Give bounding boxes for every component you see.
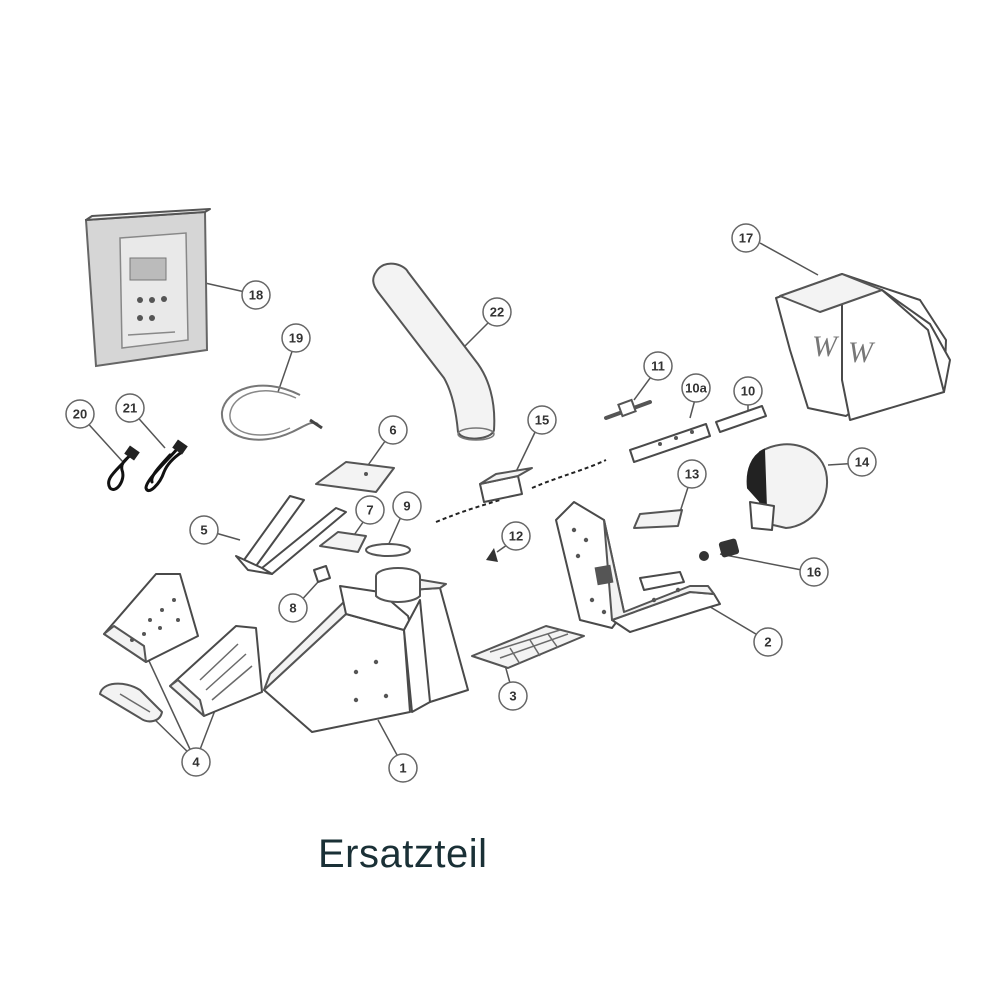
svg-text:21: 21: [123, 401, 137, 416]
callout-18: 18: [241, 280, 271, 310]
svg-text:17: 17: [739, 231, 753, 246]
callout-11: 11: [643, 351, 673, 381]
svg-text:W: W: [812, 330, 840, 363]
svg-text:1: 1: [399, 761, 406, 776]
part-7-plate: [319, 531, 367, 553]
part-14-burner-drum: [746, 443, 829, 531]
svg-text:14: 14: [855, 455, 870, 470]
callout-7: 7: [355, 495, 385, 525]
callout-16: 16: [799, 557, 829, 587]
svg-text:8: 8: [289, 601, 296, 616]
part-4-hopper: [99, 682, 163, 723]
svg-text:20: 20: [73, 407, 87, 422]
svg-text:6: 6: [389, 423, 396, 438]
part-2-bracket: [555, 501, 721, 633]
callout-22: 22: [482, 297, 512, 327]
callout-12: 12: [501, 521, 531, 551]
svg-text:12: 12: [509, 529, 523, 544]
callout-4: 4: [181, 747, 211, 777]
part-15-ignition-unit: [435, 459, 607, 523]
part-16-fasteners: [699, 538, 740, 561]
part-18-control-cabinet: [84, 208, 211, 368]
callout-8: 8: [278, 593, 308, 623]
part-20-power-cord: [107, 445, 140, 491]
svg-text:2: 2: [764, 635, 771, 650]
part-9-gasket: [365, 543, 411, 557]
part-8-clip: [313, 565, 331, 583]
part-10a-burner-tube: [629, 423, 711, 463]
callout-20: 20: [65, 399, 95, 429]
svg-text:18: 18: [249, 288, 263, 303]
part-1-main-housing: [263, 567, 469, 733]
callout-10: 10: [733, 376, 763, 406]
part-13-plate: [633, 509, 683, 529]
part-4-side-panel-slotted: [169, 625, 263, 717]
callout-5: 5: [189, 515, 219, 545]
svg-text:5: 5: [200, 523, 207, 538]
callout-17: 17: [731, 223, 761, 253]
callout-21: 21: [115, 393, 145, 423]
callout-15: 15: [527, 405, 557, 435]
svg-text:16: 16: [807, 565, 821, 580]
part-12-nozzle: [486, 548, 498, 562]
part-10-tube: [715, 405, 767, 433]
svg-text:11: 11: [651, 359, 665, 374]
svg-text:10: 10: [741, 384, 755, 399]
svg-text:15: 15: [535, 413, 549, 428]
part-19-sensor-cable: [220, 384, 323, 441]
svg-text:3: 3: [509, 689, 516, 704]
svg-text:7: 7: [366, 503, 373, 518]
svg-text:22: 22: [490, 305, 504, 320]
svg-text:4: 4: [192, 755, 200, 770]
svg-text:W: W: [848, 336, 876, 369]
callout-14: 14: [847, 447, 877, 477]
part-17-hood: W W: [775, 273, 951, 421]
callout-6: 6: [378, 415, 408, 445]
callout-1: 1: [388, 753, 418, 783]
part-3-grid-plate: [471, 625, 585, 669]
part-6-plate: [315, 461, 395, 493]
callout-13: 13: [677, 459, 707, 489]
part-5-frame: [235, 495, 347, 575]
callout-19: 19: [281, 323, 311, 353]
callout-10a: 10a: [681, 373, 711, 403]
caption-title: Ersatzteil: [318, 832, 488, 876]
svg-text:19: 19: [289, 331, 303, 346]
callout-9: 9: [392, 491, 422, 521]
part-22-exhaust-hose: [372, 262, 496, 441]
callout-3: 3: [498, 681, 528, 711]
part-21-power-cord: [144, 439, 188, 493]
part-11-electrode: [604, 398, 652, 420]
svg-text:13: 13: [685, 467, 699, 482]
part-4-side-panel-perforated: [103, 573, 199, 663]
svg-text:10a: 10a: [685, 381, 707, 396]
callout-2: 2: [753, 627, 783, 657]
svg-text:9: 9: [403, 499, 410, 514]
